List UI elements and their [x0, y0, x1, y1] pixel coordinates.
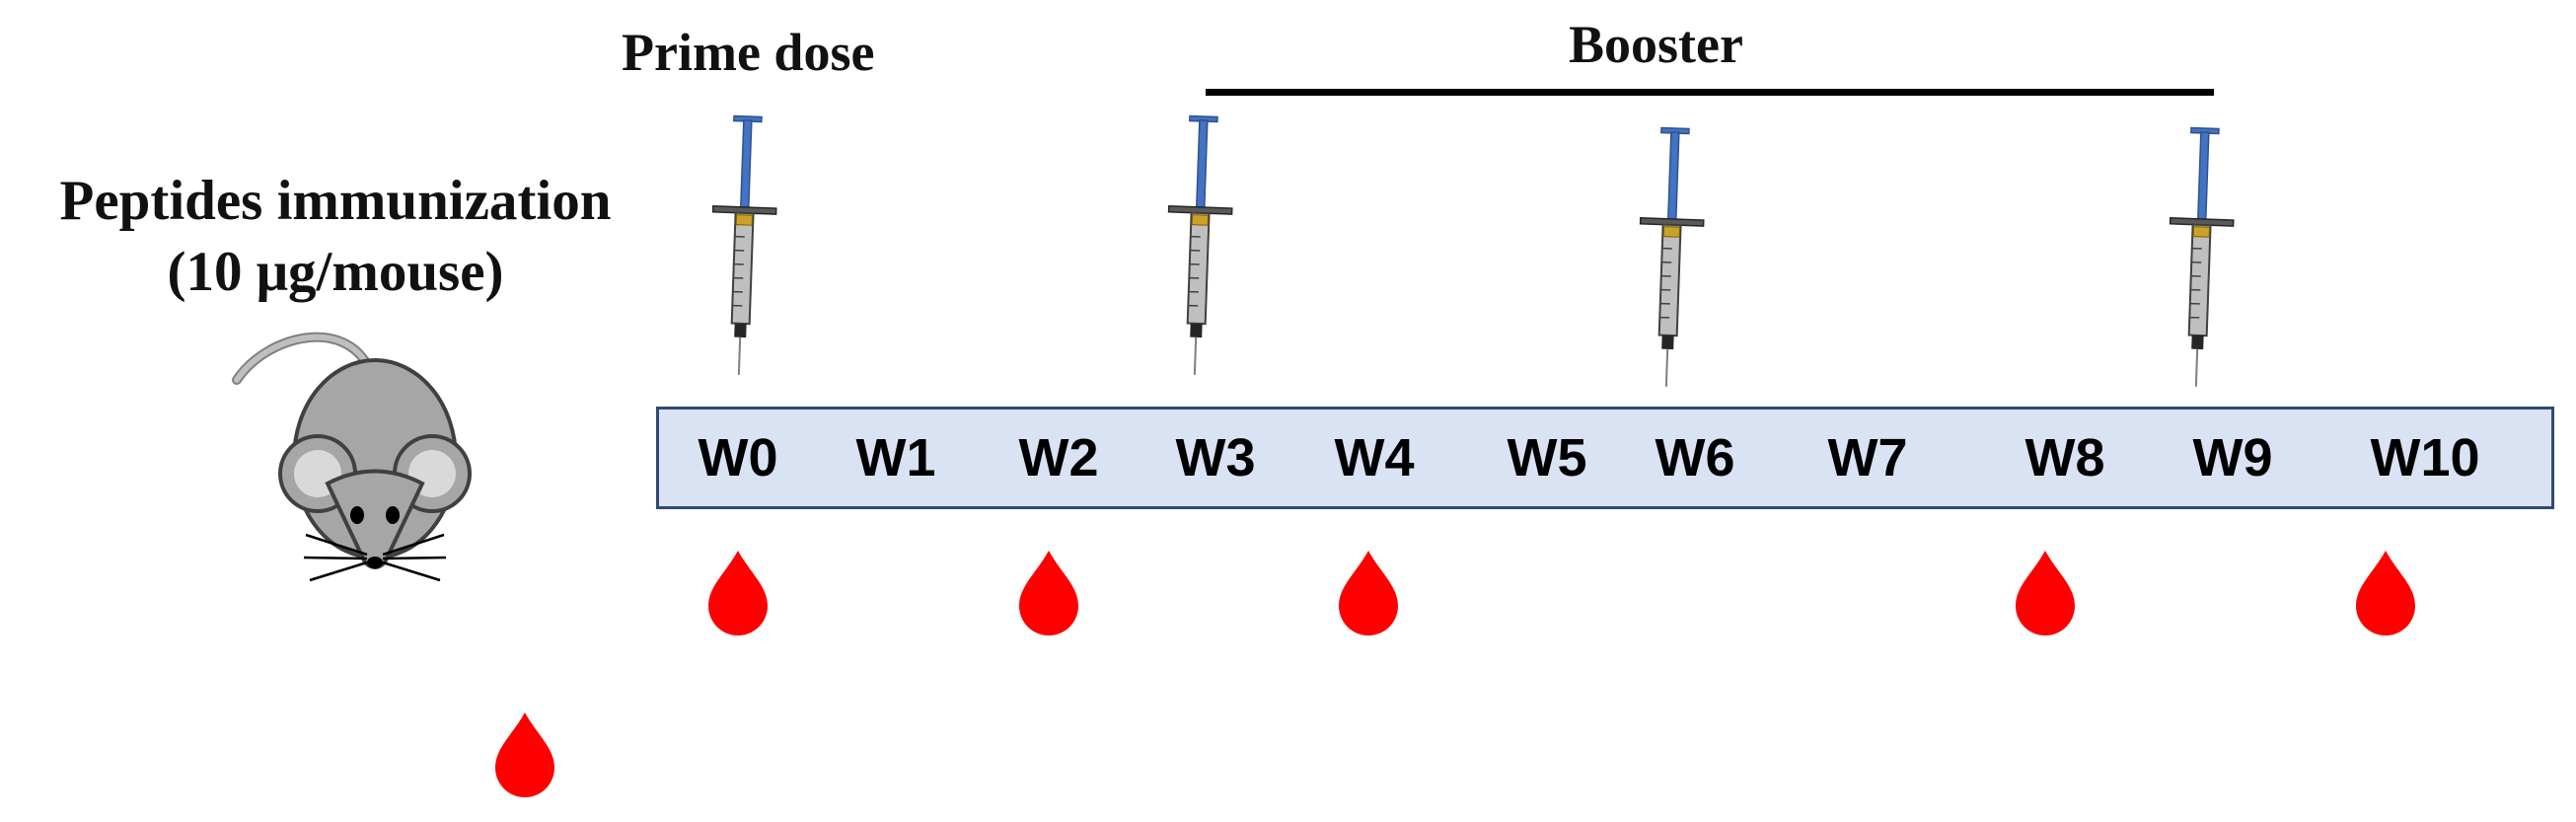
- week-label-w5: W5: [1507, 428, 1587, 487]
- syringes: [705, 113, 2238, 389]
- blood-drop-icon-w10: [2356, 551, 2415, 635]
- week-label-w1: W1: [855, 428, 936, 487]
- syringe-icon-w9: [2163, 125, 2238, 389]
- booster-bracket-line: [1206, 89, 2214, 96]
- week-label-w10: W10: [2370, 428, 2480, 487]
- immunization-label-line1: Peptides immunization: [59, 170, 612, 232]
- blood-drop-icon-w4: [1339, 551, 1398, 635]
- prime-dose-label: Prime dose: [622, 23, 875, 82]
- week-label-w2: W2: [1018, 428, 1099, 487]
- week-label-w6: W6: [1655, 428, 1735, 487]
- syringe-icon-w0: [705, 113, 780, 377]
- timeline-bar: [656, 407, 2554, 509]
- week-label-w4: W4: [1334, 428, 1415, 487]
- week-label-w7: W7: [1827, 428, 1908, 487]
- blood-drops: [708, 551, 2415, 635]
- immunization-label: Peptides immunization (10 μg/mouse): [10, 166, 661, 308]
- legend-blood-drop-icon: [495, 712, 554, 797]
- immunization-label-line2: (10 μg/mouse): [167, 241, 504, 303]
- week-label-w8: W8: [2024, 428, 2105, 487]
- booster-label: Booster: [1569, 15, 1743, 74]
- week-label-w3: W3: [1175, 428, 1256, 487]
- week-label-w9: W9: [2192, 428, 2273, 487]
- blood-drop-icon-w2: [1019, 551, 1078, 635]
- blood-drop-icon-w0: [708, 551, 768, 635]
- syringe-icon-w3: [1161, 113, 1236, 377]
- syringe-icon-w6: [1633, 125, 1708, 389]
- mouse-icon: [232, 332, 472, 582]
- week-label-w0: W0: [698, 428, 778, 487]
- blood-drop-icon-w8: [2016, 551, 2075, 635]
